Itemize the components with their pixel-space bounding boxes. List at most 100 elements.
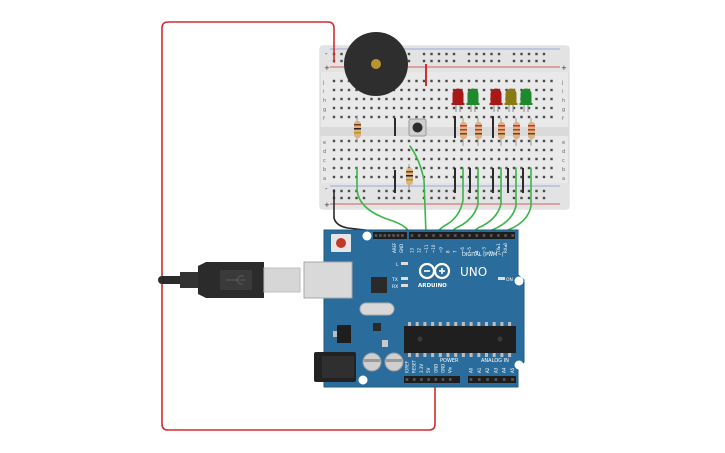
breadboard-hole [535, 79, 538, 83]
breadboard-hole [370, 157, 373, 161]
push-button[interactable] [408, 118, 427, 137]
breadboard-hole [407, 79, 411, 83]
analog-pin-label: A2 [485, 367, 490, 373]
regulator-tab [333, 331, 337, 337]
resistor[interactable] [406, 164, 413, 190]
header-hole[interactable] [478, 378, 481, 381]
wire-green-d7[interactable] [447, 167, 479, 235]
header-hole[interactable] [502, 378, 506, 381]
led-red[interactable] [489, 88, 503, 112]
led-green[interactable] [519, 88, 533, 112]
rail-hole [422, 59, 426, 63]
chip-pin [461, 353, 465, 357]
header-hole[interactable] [374, 234, 378, 237]
breadboard-hole [535, 115, 538, 119]
breadboard-hole [482, 106, 486, 110]
piezo-buzzer[interactable] [344, 32, 408, 96]
header-hole[interactable] [379, 234, 382, 237]
header-hole[interactable] [412, 378, 416, 381]
header-hole[interactable] [453, 234, 457, 237]
breadboard-hole [430, 139, 433, 143]
breadboard-hole [467, 106, 471, 110]
breadboard-hole [490, 166, 493, 170]
header-hole[interactable] [387, 234, 391, 237]
usb-b-port[interactable] [303, 261, 353, 299]
header-hole[interactable] [417, 234, 421, 237]
rail-hole [437, 189, 441, 193]
wire-green-d9[interactable] [433, 167, 464, 235]
header-hole[interactable] [482, 234, 486, 237]
header-hole[interactable] [486, 378, 489, 381]
row-letter: d [562, 149, 565, 155]
header-hole[interactable] [401, 234, 404, 237]
rail-hole [362, 189, 366, 193]
resistor[interactable] [475, 118, 482, 146]
breadboard-hole [340, 166, 343, 170]
rail-hole [362, 196, 366, 200]
analog-pin-label: A1 [477, 367, 482, 373]
header-hole[interactable] [434, 378, 438, 381]
header-hole[interactable] [427, 378, 430, 381]
header-hole[interactable] [475, 234, 479, 237]
power-header[interactable] [404, 376, 460, 383]
mounting-hole [514, 360, 524, 370]
header-hole[interactable] [511, 378, 514, 381]
header-hole[interactable] [448, 378, 452, 381]
header-hole[interactable] [468, 234, 471, 237]
breadboard-hole [332, 97, 336, 101]
arduino-uno-board[interactable]: L TX RX ON UNO ARDUINO DIGITAL (PWM~) PO… [303, 229, 525, 388]
header-hole[interactable] [504, 234, 507, 237]
header-hole[interactable] [497, 234, 500, 237]
header-hole[interactable] [439, 234, 443, 237]
wire-green-d10[interactable] [409, 145, 427, 235]
header-hole[interactable] [410, 234, 414, 237]
led-green[interactable] [466, 88, 480, 112]
header-hole[interactable] [392, 234, 395, 237]
breadboard-hole [370, 97, 373, 101]
breadboard-hole [392, 148, 396, 152]
l-led-label: L [396, 262, 399, 268]
breadboard-hole [437, 106, 441, 110]
analog-header[interactable] [468, 376, 516, 383]
resistor[interactable] [498, 118, 505, 146]
header-hole[interactable] [511, 234, 515, 237]
row-letter: c [562, 158, 565, 164]
digital-pin-label: 7 [453, 250, 458, 253]
resistor[interactable] [513, 118, 520, 146]
breadboard-hole [400, 166, 403, 170]
breadboard-hole [452, 148, 456, 152]
header-hole[interactable] [489, 234, 493, 237]
row-letter: g [562, 107, 565, 113]
header-hole[interactable] [469, 378, 473, 381]
header-hole[interactable] [405, 378, 409, 381]
resistor[interactable] [460, 118, 467, 146]
header-hole[interactable] [420, 378, 423, 381]
header-hole[interactable] [446, 234, 450, 237]
breadboard-hole [490, 115, 493, 119]
resistor[interactable] [528, 118, 535, 146]
breadboard-hole [415, 79, 418, 83]
header-hole[interactable] [461, 234, 464, 237]
breadboard-hole [422, 97, 426, 101]
led-yellow[interactable] [504, 88, 518, 112]
header-hole[interactable] [425, 234, 428, 237]
breadboard-hole [415, 139, 418, 143]
resistor[interactable] [354, 116, 361, 142]
header-hole[interactable] [494, 378, 498, 381]
header-hole[interactable] [383, 234, 387, 237]
rail-hole [497, 196, 501, 200]
wire-green-d6[interactable] [469, 167, 502, 235]
led-red[interactable] [451, 88, 465, 112]
breadboard-hole [542, 175, 546, 179]
reset-button[interactable] [331, 234, 351, 252]
wire-black-gnd[interactable] [333, 189, 399, 235]
header-hole[interactable] [396, 234, 400, 237]
breadboard-hole [527, 166, 531, 170]
usb-cable[interactable] [158, 262, 301, 298]
header-hole[interactable] [441, 378, 445, 381]
wire-green-d12[interactable] [356, 167, 411, 235]
header-hole[interactable] [432, 234, 435, 237]
wire-red-loop[interactable] [161, 21, 436, 431]
rail-hole [535, 189, 538, 193]
breadboard-hole [497, 106, 501, 110]
